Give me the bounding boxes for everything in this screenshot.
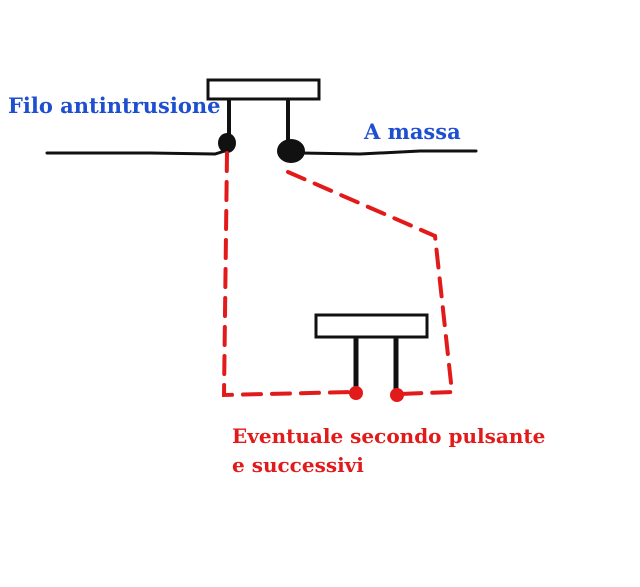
main-button-cap [206,78,321,101]
main-button-right-terminal [277,139,305,163]
wire-label: Filo antintrusione [8,93,220,118]
main-push-button [206,78,321,163]
secondary-push-button [314,313,429,402]
ground-label: A massa [363,119,461,144]
antintrusion-wire-line [45,148,230,156]
secondary-button-right-terminal [390,388,404,402]
dashed-connection-right [286,170,455,396]
second-button-label-line1: Eventuale secondo pulsante [232,424,545,448]
second-button-label-line2: e successivi [232,453,364,477]
secondary-button-left-terminal [349,386,363,400]
dashed-connection-left [221,151,354,398]
secondary-button-cap [314,313,429,339]
main-button-left-terminal [218,133,236,153]
ground-wire-line [298,149,478,156]
